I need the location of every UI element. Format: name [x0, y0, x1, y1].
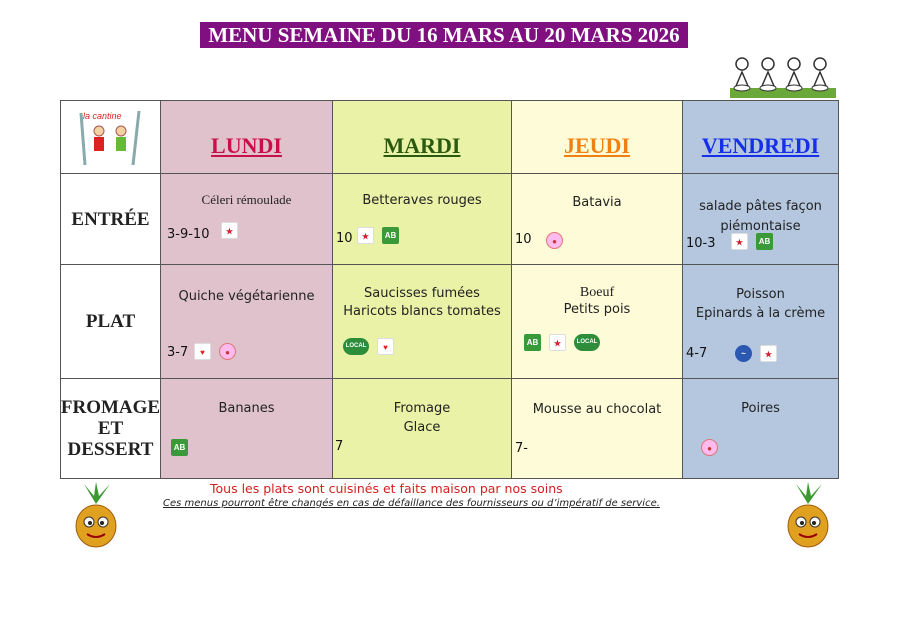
heart-france-icon: ♥: [377, 338, 394, 355]
header-mardi: MARDI: [333, 101, 512, 174]
entree-lundi: Céleri rémoulade 3-9-10 ★: [161, 174, 333, 265]
svg-text:la cantine: la cantine: [83, 111, 122, 121]
local-product-icon: LOCAL: [343, 338, 369, 355]
dessert-jeudi: Mousse au chocolat 7-: [512, 379, 683, 479]
row-label-dessert: FROMAGE ET DESSERT: [61, 379, 161, 479]
allergen-code: 10-3: [686, 236, 716, 251]
day-vendredi: VENDREDI: [701, 133, 820, 158]
row-label-line: ET: [97, 418, 124, 439]
ab-organic-icon: AB: [756, 233, 773, 250]
star-label-icon: ★: [357, 227, 374, 244]
allergen-code: 10: [515, 232, 532, 247]
la-cantine-logo: la cantine: [79, 110, 141, 166]
day-mardi: MARDI: [383, 133, 461, 158]
dish: Saucisses fumées: [364, 286, 480, 301]
ab-organic-icon: AB: [524, 334, 541, 351]
row-label-line: FROMAGE: [60, 397, 161, 418]
allergen-code: 4-7: [686, 346, 708, 361]
dish: Mousse au chocolat: [532, 402, 662, 417]
red-seal-icon: ●: [546, 232, 563, 249]
dish: Bananes: [218, 401, 275, 416]
plat-vendredi: Poisson Epinards à la crème 4-7 ~ ★: [683, 265, 839, 379]
row-label-entree: ENTRÉE: [61, 174, 161, 265]
entree-mardi: Betteraves rouges 10 ★ AB: [333, 174, 512, 265]
dish: Batavia: [572, 195, 622, 210]
dish: Poisson: [736, 287, 785, 302]
local-product-icon: LOCAL: [574, 334, 600, 351]
row-label-line: DESSERT: [67, 439, 154, 460]
dish: Céleri rémoulade: [201, 192, 292, 207]
star-label-icon: ★: [731, 233, 748, 250]
homemade-note: Tous les plats sont cuisinés et faits ma…: [210, 481, 563, 496]
dessert-lundi: Bananes AB: [161, 379, 333, 479]
blue-msc-icon: ~: [735, 345, 752, 362]
ab-organic-icon: AB: [171, 439, 188, 456]
entree-jeudi: Batavia 10 ●: [512, 174, 683, 265]
menu-table: la cantine LUNDI MARDI JEUDI VENDREDI EN…: [60, 100, 839, 479]
star-label-icon: ★: [760, 345, 777, 362]
dish: Fromage: [393, 401, 451, 416]
header-vendredi: VENDREDI: [683, 101, 839, 174]
dessert-mardi: Fromage Glace 7: [333, 379, 512, 479]
dish: Betteraves rouges: [362, 193, 482, 208]
entree-vendredi: salade pâtes façon piémontaise 10-3 ★ AB: [683, 174, 839, 265]
dish: Quiche végétarienne: [178, 289, 315, 304]
allergen-code: 7: [335, 439, 344, 454]
pineapple-mascot-right: [787, 482, 829, 548]
ab-organic-icon: AB: [382, 227, 399, 244]
allergen-code: 3-9-10: [167, 227, 210, 242]
dish: Boeuf: [579, 285, 615, 300]
dessert-vendredi: Poires ●: [683, 379, 839, 479]
children-at-table-illustration: [730, 57, 836, 98]
star-label-icon: ★: [549, 334, 566, 351]
menu-title: MENU SEMAINE DU 16 MARS AU 20 MARS 2026: [200, 22, 688, 48]
header-jeudi: JEUDI: [512, 101, 683, 174]
day-jeudi: JEUDI: [563, 133, 630, 158]
plat-mardi: Saucisses fumées Haricots blancs tomates…: [333, 265, 512, 379]
allergen-code: 10: [336, 231, 353, 246]
dish: Epinards à la crème: [695, 306, 826, 321]
day-lundi: LUNDI: [211, 133, 282, 158]
dish: Poires: [741, 401, 780, 416]
dish: Haricots blancs tomates: [343, 304, 501, 319]
star-label-icon: ★: [221, 222, 238, 239]
plat-jeudi: Boeuf Petits pois AB ★ LOCAL: [512, 265, 683, 379]
dish: Petits pois: [563, 302, 631, 317]
plat-lundi: Quiche végétarienne 3-7 ♥ ●: [161, 265, 333, 379]
row-label-plat: PLAT: [61, 265, 161, 379]
dish: Glace: [403, 420, 441, 435]
pineapple-mascot-left: [75, 482, 117, 548]
red-seal-icon: ●: [219, 343, 236, 360]
allergen-code: 3-7: [167, 345, 189, 360]
heart-france-icon: ♥: [194, 343, 211, 360]
disclaimer-note: Ces menus pourront être changés en cas d…: [163, 498, 660, 509]
dish: salade pâtes façon piémontaise: [699, 199, 822, 234]
allergen-code: 7-: [515, 441, 528, 456]
logo-cell: la cantine: [61, 101, 161, 174]
red-seal-icon: ●: [701, 439, 718, 456]
header-lundi: LUNDI: [161, 101, 333, 174]
